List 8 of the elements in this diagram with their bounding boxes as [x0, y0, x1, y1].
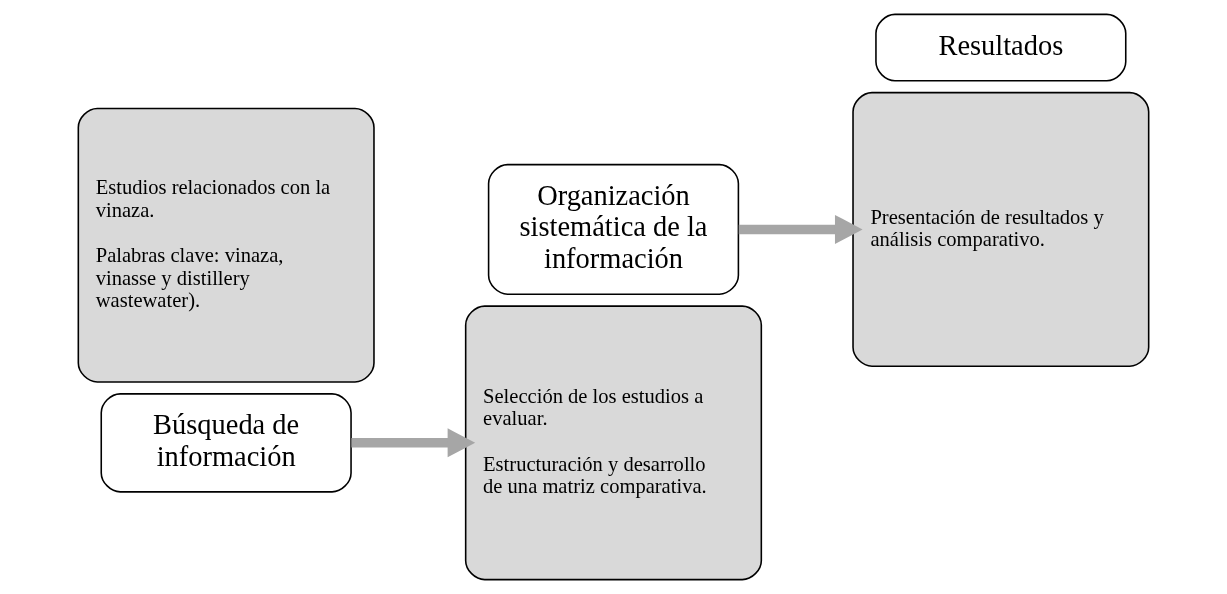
node-box: Búsqueda de información: [100, 393, 352, 493]
node-box: Presentación de resultados y análisis comparativo.: [852, 91, 1150, 367]
node-box: Estudios relacionados con la vinaza. Palabras clave: vinaza, vinasse y distillery wastewater).: [77, 107, 375, 383]
arrow: [738, 214, 863, 244]
arrow: [351, 428, 476, 458]
node-box: Organización sistemática de la información: [487, 163, 740, 296]
node-box: Resultados: [875, 13, 1127, 82]
node-box: Selección de los estudios a evaluar. Estructuración y desarrollo de una matriz comparativa.: [464, 305, 763, 581]
